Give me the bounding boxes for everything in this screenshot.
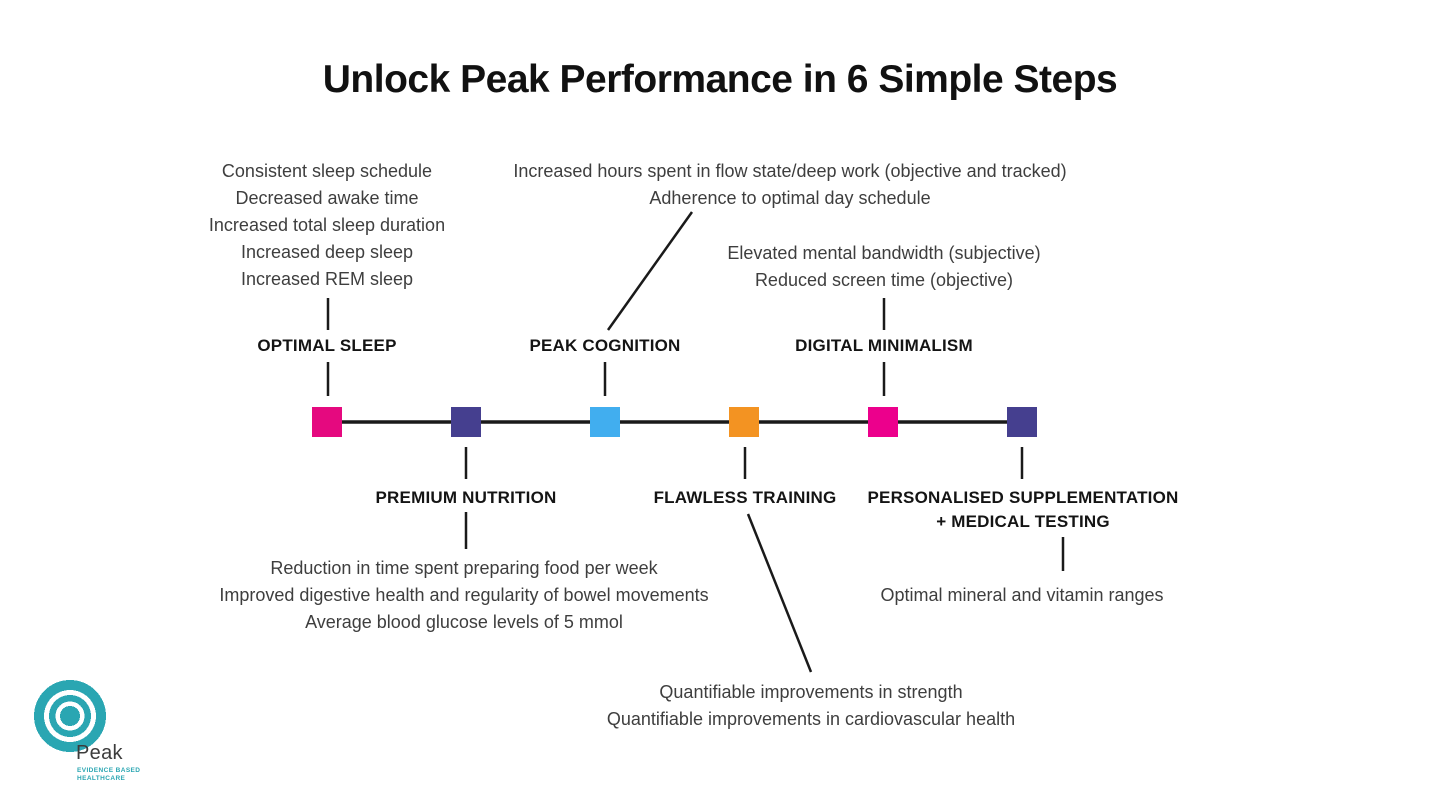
outcomes-optimal-sleep: Consistent sleep schedule Decreased awak… [157, 158, 497, 293]
outcome-text: Increased REM sleep [240, 269, 414, 289]
outcome-text: Decreased awake time [235, 188, 419, 208]
outcome-text: Optimal mineral and vitamin ranges [880, 585, 1164, 605]
outcomes-peak-cognition: Increased hours spent in flow state/deep… [470, 158, 1110, 212]
outcome-text: Improved digestive health and regularity… [219, 585, 709, 605]
logo-tagline-line1: EVIDENCE BASED [77, 767, 141, 774]
timeline-node-flawless-training [729, 407, 759, 437]
logo-name: Peak [76, 742, 123, 764]
timeline-node-digital-minimalism [868, 407, 898, 437]
outcome-text: Increased hours spent in flow state/deep… [513, 161, 1067, 181]
outcome-text: Increased deep sleep [240, 242, 414, 262]
timeline-node-premium-nutrition [451, 407, 481, 437]
logo-tagline-line2: HEALTHCARE [77, 775, 126, 782]
outcome-text: Reduction in time spent preparing food p… [270, 558, 658, 578]
outcomes-digital-minimalism: Elevated mental bandwidth (subjective) R… [674, 240, 1094, 294]
step-label-digital-minimalism: DIGITAL MINIMALISM [795, 336, 973, 355]
step-label-line2: + MEDICAL TESTING [936, 512, 1110, 531]
timeline-node-peak-cognition [590, 407, 620, 437]
outcome-text: Adherence to optimal day schedule [649, 188, 931, 208]
timeline-node-optimal-sleep [312, 407, 342, 437]
step-label-premium-nutrition: PREMIUM NUTRITION [375, 488, 557, 507]
step-label-line1: PERSONALISED SUPPLEMENTATION [867, 488, 1179, 507]
page-title: Unlock Peak Performance in 6 Simple Step… [322, 58, 1118, 101]
step-label-personalised-supplementation: PERSONALISED SUPPLEMENTATION + MEDICAL T… [868, 486, 1179, 534]
outcome-text: Quantifiable improvements in strength [659, 682, 963, 702]
peak-logo-icon [34, 680, 106, 752]
outcome-text: Elevated mental bandwidth (subjective) [727, 243, 1041, 263]
timeline-node-personalised-supplementation [1007, 407, 1037, 437]
outcome-text: Quantifiable improvements in cardiovascu… [606, 709, 1016, 729]
step-label-optimal-sleep: OPTIMAL SLEEP [257, 336, 397, 355]
outcomes-premium-nutrition: Reduction in time spent preparing food p… [184, 555, 744, 636]
outcomes-personalised-supplementation: Optimal mineral and vitamin ranges [842, 582, 1202, 609]
outcomes-flawless-training: Quantifiable improvements in strength Qu… [571, 679, 1051, 733]
step-label-peak-cognition: PEAK COGNITION [529, 336, 681, 355]
outcome-text: Consistent sleep schedule [221, 161, 433, 181]
outcome-text: Reduced screen time (objective) [754, 270, 1014, 290]
step-label-flawless-training: FLAWLESS TRAINING [653, 488, 837, 507]
outcome-text: Average blood glucose levels of 5 mmol [305, 612, 623, 632]
outcome-text: Increased total sleep duration [208, 215, 446, 235]
